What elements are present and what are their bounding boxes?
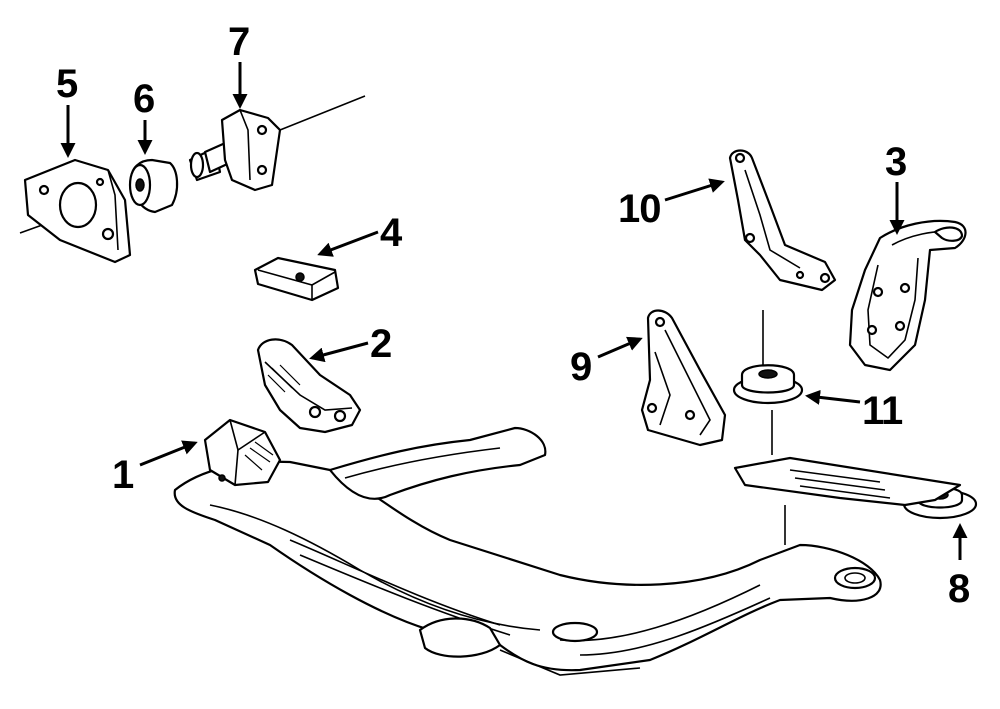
bushing-part-11 xyxy=(732,310,804,455)
leader-10 xyxy=(664,178,725,202)
callout-8: 8 xyxy=(948,567,970,611)
engine-mount-part-1 xyxy=(203,418,282,487)
callout-7: 7 xyxy=(228,20,249,64)
mount-bracket-part-2 xyxy=(256,338,362,434)
leader-11 xyxy=(805,389,861,405)
callout-2: 2 xyxy=(370,322,391,366)
callout-3: 3 xyxy=(885,140,906,184)
leader-arrows xyxy=(60,62,968,560)
leader-9 xyxy=(597,336,643,359)
bracket-part-10 xyxy=(728,149,837,292)
mount-stud-part-7 xyxy=(188,95,366,192)
bushing-part-6 xyxy=(128,158,179,214)
leader-4 xyxy=(317,230,379,257)
callout-1: 1 xyxy=(112,453,134,497)
leader-2 xyxy=(309,341,369,363)
callout-11: 11 xyxy=(862,389,903,433)
crossmember-subframe xyxy=(173,426,882,676)
callout-10: 10 xyxy=(618,187,661,231)
clip-nut-part-4 xyxy=(253,256,340,302)
leader-1 xyxy=(139,440,198,467)
callout-5: 5 xyxy=(56,62,78,106)
callout-6: 6 xyxy=(133,77,154,121)
bracket-part-9 xyxy=(640,309,727,447)
callout-9: 9 xyxy=(570,345,591,389)
callout-4: 4 xyxy=(380,211,403,255)
callout-numbers: 1 2 3 4 5 6 7 8 9 10 11 xyxy=(56,20,971,611)
support-plate xyxy=(733,456,962,545)
bracket-plate-part-3 xyxy=(848,219,967,372)
mounting-plate-part-5 xyxy=(19,158,132,264)
